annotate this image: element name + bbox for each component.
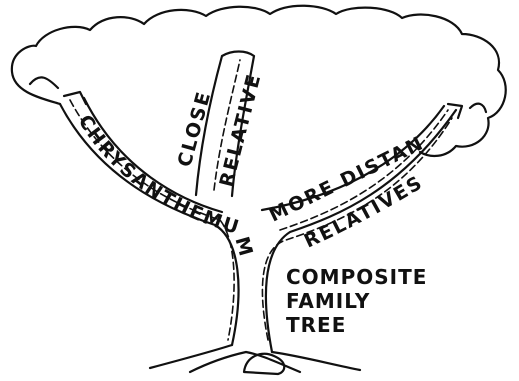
label-close: CLOSE [174, 88, 216, 169]
label-tree: TREE [286, 313, 346, 337]
roots [150, 345, 360, 372]
label-family: FAMILY [286, 289, 370, 313]
left-branch-tip [64, 92, 86, 104]
label-composite: COMPOSITE [286, 265, 427, 289]
